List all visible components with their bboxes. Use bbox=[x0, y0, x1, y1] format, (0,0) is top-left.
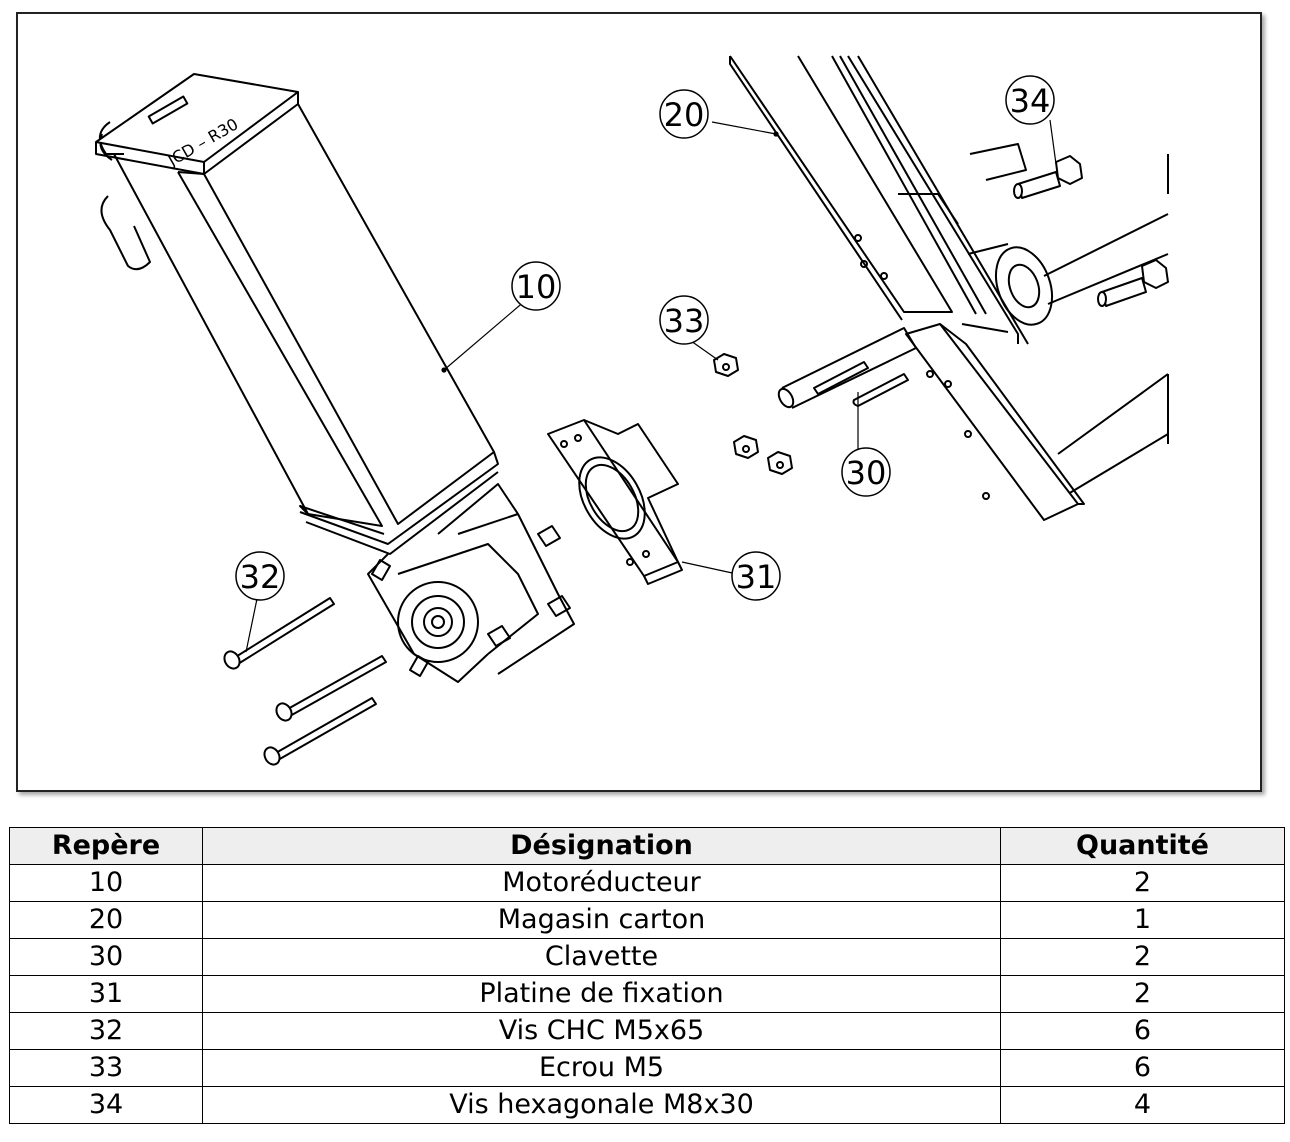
cell-designation: Magasin carton bbox=[202, 901, 1001, 939]
cell-quantite: 2 bbox=[1000, 975, 1285, 1013]
cell-repere: 33 bbox=[9, 1049, 203, 1087]
gearmotor-part: JCD – R30 bbox=[95, 73, 575, 683]
callout-33: 33 bbox=[659, 295, 709, 345]
column-header-designation: Désignation bbox=[202, 827, 1001, 865]
callout-32: 32 bbox=[235, 551, 285, 601]
column-header-repere: Repère bbox=[9, 827, 203, 865]
cell-quantite: 2 bbox=[1000, 938, 1285, 976]
callout-33-label: 33 bbox=[664, 302, 705, 340]
callout-10: 10 bbox=[511, 261, 561, 311]
cell-repere: 31 bbox=[9, 975, 203, 1013]
cap-screws-part bbox=[223, 597, 387, 766]
table-header-row: Repère Désignation Quantité bbox=[9, 827, 1285, 865]
cell-repere: 10 bbox=[9, 864, 203, 902]
cell-repere: 32 bbox=[9, 1012, 203, 1050]
key-part bbox=[852, 373, 909, 407]
callout-34-label: 34 bbox=[1010, 82, 1051, 120]
callout-34: 34 bbox=[1005, 75, 1055, 125]
cell-designation: Motoréducteur bbox=[202, 864, 1001, 902]
callout-20: 20 bbox=[659, 89, 709, 139]
column-header-quantite: Quantité bbox=[1000, 827, 1285, 865]
cell-quantite: 4 bbox=[1000, 1086, 1285, 1124]
cell-repere: 30 bbox=[9, 938, 203, 976]
exploded-view-drawing: JCD – R30 bbox=[16, 12, 1262, 792]
cell-designation: Clavette bbox=[202, 938, 1001, 976]
cell-designation: Vis hexagonale M8x30 bbox=[202, 1086, 1001, 1124]
hex-screws-part bbox=[1013, 155, 1169, 307]
table-row: 32 Vis CHC M5x65 6 bbox=[9, 1012, 1285, 1050]
table-row: 31 Platine de fixation 2 bbox=[9, 975, 1285, 1013]
cell-quantite: 6 bbox=[1000, 1049, 1285, 1087]
callout-10-label: 10 bbox=[516, 268, 557, 306]
callout-20-label: 20 bbox=[664, 96, 705, 134]
table-row: 30 Clavette 2 bbox=[9, 938, 1285, 976]
cell-repere: 34 bbox=[9, 1086, 203, 1124]
callout-32-label: 32 bbox=[240, 558, 281, 596]
nuts-part bbox=[713, 353, 793, 475]
mounting-plate-part bbox=[547, 419, 683, 585]
table-row: 20 Magasin carton 1 bbox=[9, 901, 1285, 939]
cell-quantite: 2 bbox=[1000, 864, 1285, 902]
callout-30-label: 30 bbox=[846, 454, 887, 492]
table-row: 10 Motoréducteur 2 bbox=[9, 864, 1285, 902]
table-row: 34 Vis hexagonale M8x30 4 bbox=[9, 1086, 1285, 1124]
cell-designation: Ecrou M5 bbox=[202, 1049, 1001, 1087]
callout-31-label: 31 bbox=[736, 558, 777, 596]
cell-designation: Platine de fixation bbox=[202, 975, 1001, 1013]
cell-repere: 20 bbox=[9, 901, 203, 939]
cell-quantite: 6 bbox=[1000, 1012, 1285, 1050]
cell-designation: Vis CHC M5x65 bbox=[202, 1012, 1001, 1050]
callout-30: 30 bbox=[841, 447, 891, 497]
carton-magazine-part bbox=[729, 55, 1169, 521]
cell-quantite: 1 bbox=[1000, 901, 1285, 939]
parts-list-table: Repère Désignation Quantité 10 Motoréduc… bbox=[9, 827, 1285, 1124]
table-row: 33 Ecrou M5 6 bbox=[9, 1049, 1285, 1087]
callout-31: 31 bbox=[731, 551, 781, 601]
